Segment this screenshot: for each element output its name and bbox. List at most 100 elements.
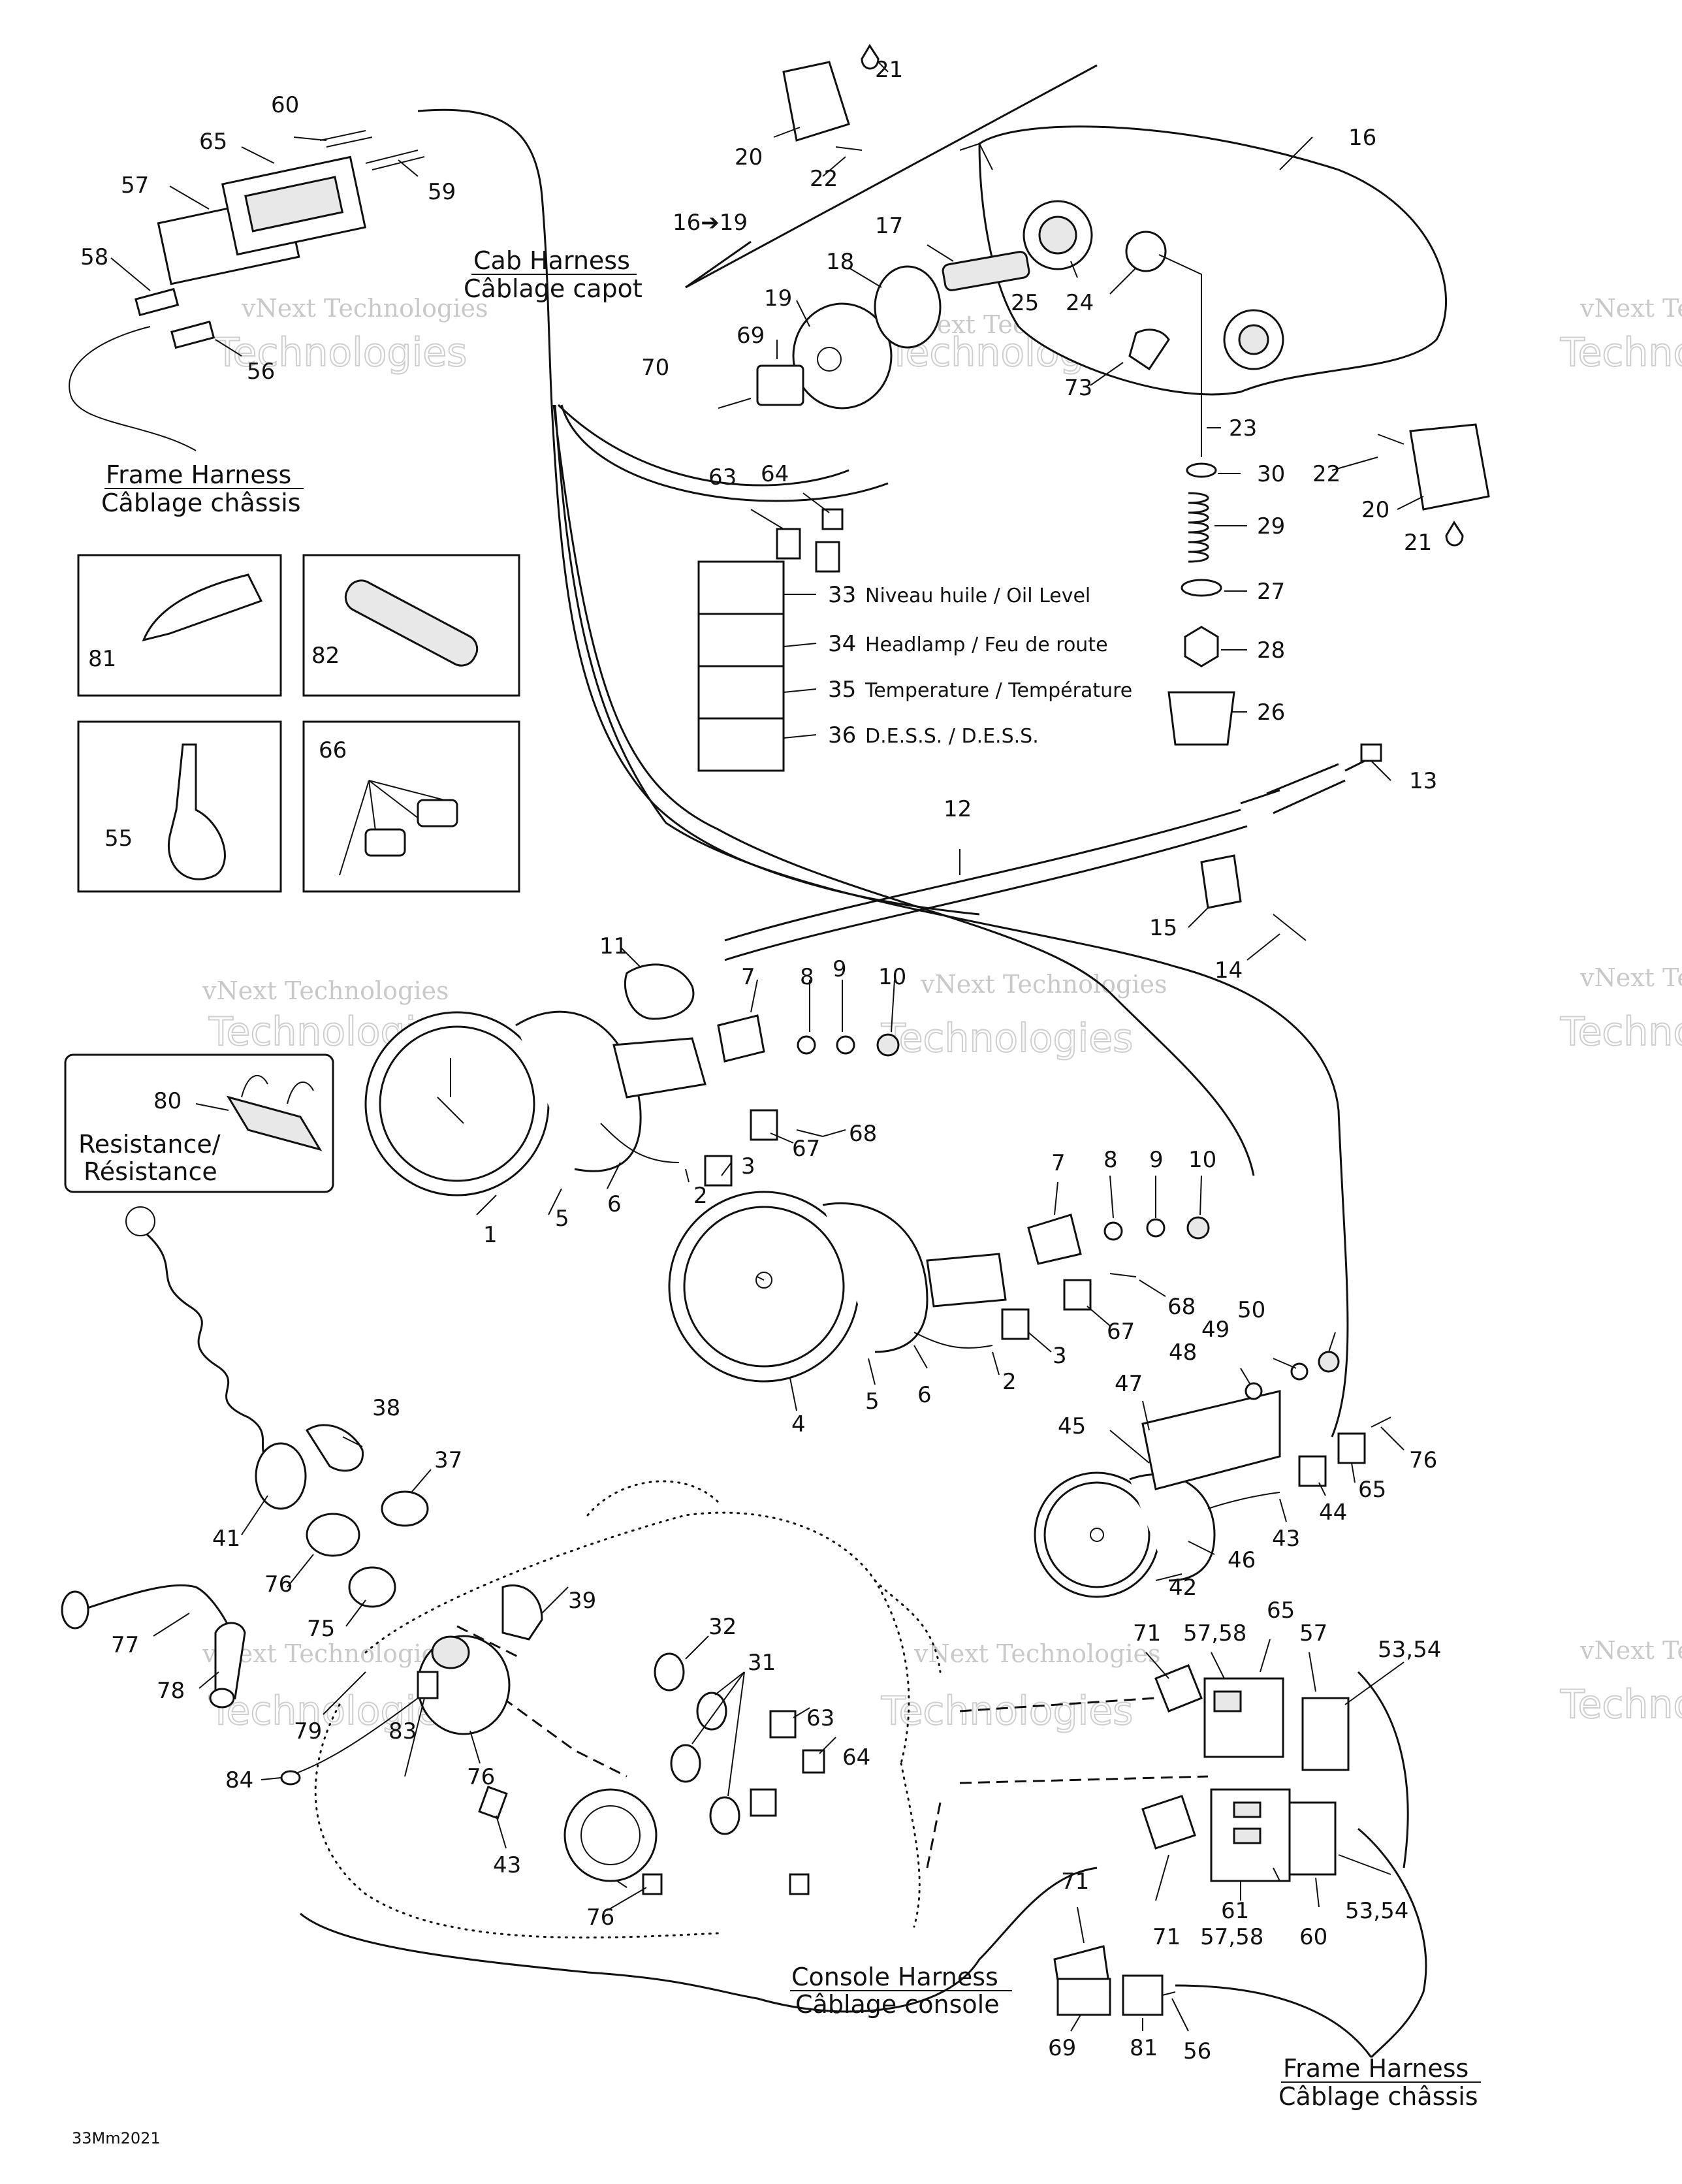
gauge-42	[1034, 1332, 1404, 1598]
headlight-assembly	[685, 44, 1490, 746]
connector-59	[776, 528, 801, 560]
watermark-big: Technologies	[1560, 1682, 1682, 1727]
callout-59: 63	[708, 464, 737, 490]
callout-6b: 6	[917, 1382, 932, 1408]
washer-49	[1290, 1362, 1309, 1381]
callout-25: 25	[1011, 290, 1039, 316]
switch-desc-35: Temperature / Température	[865, 679, 1132, 702]
callout-1: 1	[483, 1222, 498, 1248]
wire-2	[600, 1123, 680, 1163]
connector-82	[417, 1671, 439, 1699]
dial-84	[563, 1788, 658, 1882]
switch-num-36: 36	[828, 722, 856, 748]
callout-30: 30	[1257, 461, 1285, 487]
callout-38: 38	[372, 1395, 400, 1421]
connector-65	[750, 1109, 778, 1141]
callout-51: 55	[104, 826, 133, 852]
callout-7b: 7	[1051, 1150, 1066, 1176]
callout-2: 2	[693, 1183, 708, 1209]
sleeve-80	[344, 579, 479, 667]
callout-23: 23	[1229, 415, 1257, 442]
callout-55: 60	[1299, 1924, 1327, 1950]
connector-81	[1122, 1974, 1164, 2016]
callout-24: 24	[1066, 290, 1094, 316]
washer-48	[1245, 1382, 1263, 1400]
callout-21: 21	[875, 57, 903, 83]
ignition-74	[306, 1513, 360, 1557]
callout-70b: 71	[1061, 1869, 1089, 1895]
callout-20: 20	[735, 144, 763, 170]
connector-housing-61	[1203, 1677, 1284, 1758]
terminal-62	[1371, 1417, 1391, 1428]
cable-75	[71, 1584, 230, 1627]
terminal-57	[365, 150, 425, 170]
callout-70: 71	[1133, 1620, 1161, 1646]
callout-8b: 8	[1103, 1147, 1118, 1173]
gauge-1	[364, 946, 900, 1215]
callout-37: 37	[434, 1447, 462, 1473]
switch-desc-34: Headlamp / Feu de route	[865, 634, 1108, 656]
watermark-text: vNext Technologies	[241, 294, 488, 323]
connector-cavity	[244, 176, 344, 233]
callout-18: 18	[826, 249, 854, 275]
terminal-66	[796, 1129, 823, 1137]
switch-num-34: 34	[828, 631, 856, 657]
terminal-68	[718, 398, 752, 409]
bracket-20	[782, 61, 850, 142]
resistor-78	[226, 1095, 323, 1151]
connector-63	[1337, 1432, 1366, 1464]
bracket-20b	[1409, 423, 1490, 511]
lanyard-clip	[125, 1206, 155, 1236]
connector-44	[1298, 1455, 1327, 1487]
wire-43	[1207, 1492, 1280, 1509]
cable-23	[1158, 254, 1202, 457]
callout-32: 32	[708, 1614, 737, 1640]
callout-53-54b: 53,54	[1345, 1898, 1408, 1924]
screw-22	[835, 146, 863, 151]
switch-stack	[697, 492, 844, 772]
clamp-15	[1200, 854, 1242, 909]
resistance-label: Resistance/	[78, 1130, 221, 1159]
nut-10	[1186, 1216, 1210, 1240]
nut-50	[1318, 1351, 1340, 1373]
figure-code: 33Mm2021	[72, 2129, 161, 2147]
callout-27: 27	[1257, 579, 1285, 605]
clip-70b	[1141, 1795, 1196, 1850]
nut-10	[876, 1033, 900, 1057]
console-harness-label: Console Harness	[791, 1963, 998, 1991]
terminal-40	[478, 1786, 508, 1820]
terminal-53	[170, 320, 215, 349]
frame-harness-label-2-fr: Câblage châssis	[1278, 2082, 1478, 2111]
callout-5b: 5	[865, 1389, 880, 1415]
callout-17: 17	[875, 213, 903, 239]
retainer-18	[874, 265, 942, 349]
callout-57-58: 57,58	[1183, 1620, 1246, 1646]
wire-83	[287, 1697, 419, 1777]
callout-10b: 10	[1188, 1147, 1216, 1173]
watermark-text: vNext Technologies	[920, 970, 1167, 999]
watermark-big: Technologies	[215, 330, 467, 376]
connector-69	[1056, 1978, 1111, 2016]
callout-77: 79	[294, 1718, 322, 1744]
callout-54: 58	[80, 244, 108, 270]
watermark-text: vNext Technologies	[1579, 294, 1682, 323]
bracket-5	[926, 1253, 1007, 1308]
switch-32	[654, 1652, 685, 1692]
callout-52b: 57	[1299, 1620, 1327, 1646]
connector-59b	[815, 541, 840, 573]
switch-num-33: 33	[828, 582, 856, 608]
key-41	[255, 1442, 307, 1510]
terminal-60	[821, 508, 844, 530]
callout-43: 43	[1272, 1526, 1300, 1552]
washer-8	[1103, 1221, 1123, 1241]
callout-59b: 63	[806, 1705, 834, 1731]
washer-9	[1146, 1218, 1166, 1238]
headlight-housing-16	[978, 125, 1448, 396]
callout-14: 14	[1214, 957, 1243, 984]
connector-67	[756, 364, 804, 406]
callout-81: 81	[1130, 2035, 1158, 2061]
nut-28	[1184, 626, 1219, 667]
callout-15: 15	[1149, 915, 1177, 941]
cab-harness-label-fr: Câblage capot	[464, 274, 643, 303]
connector-3	[1001, 1308, 1030, 1340]
